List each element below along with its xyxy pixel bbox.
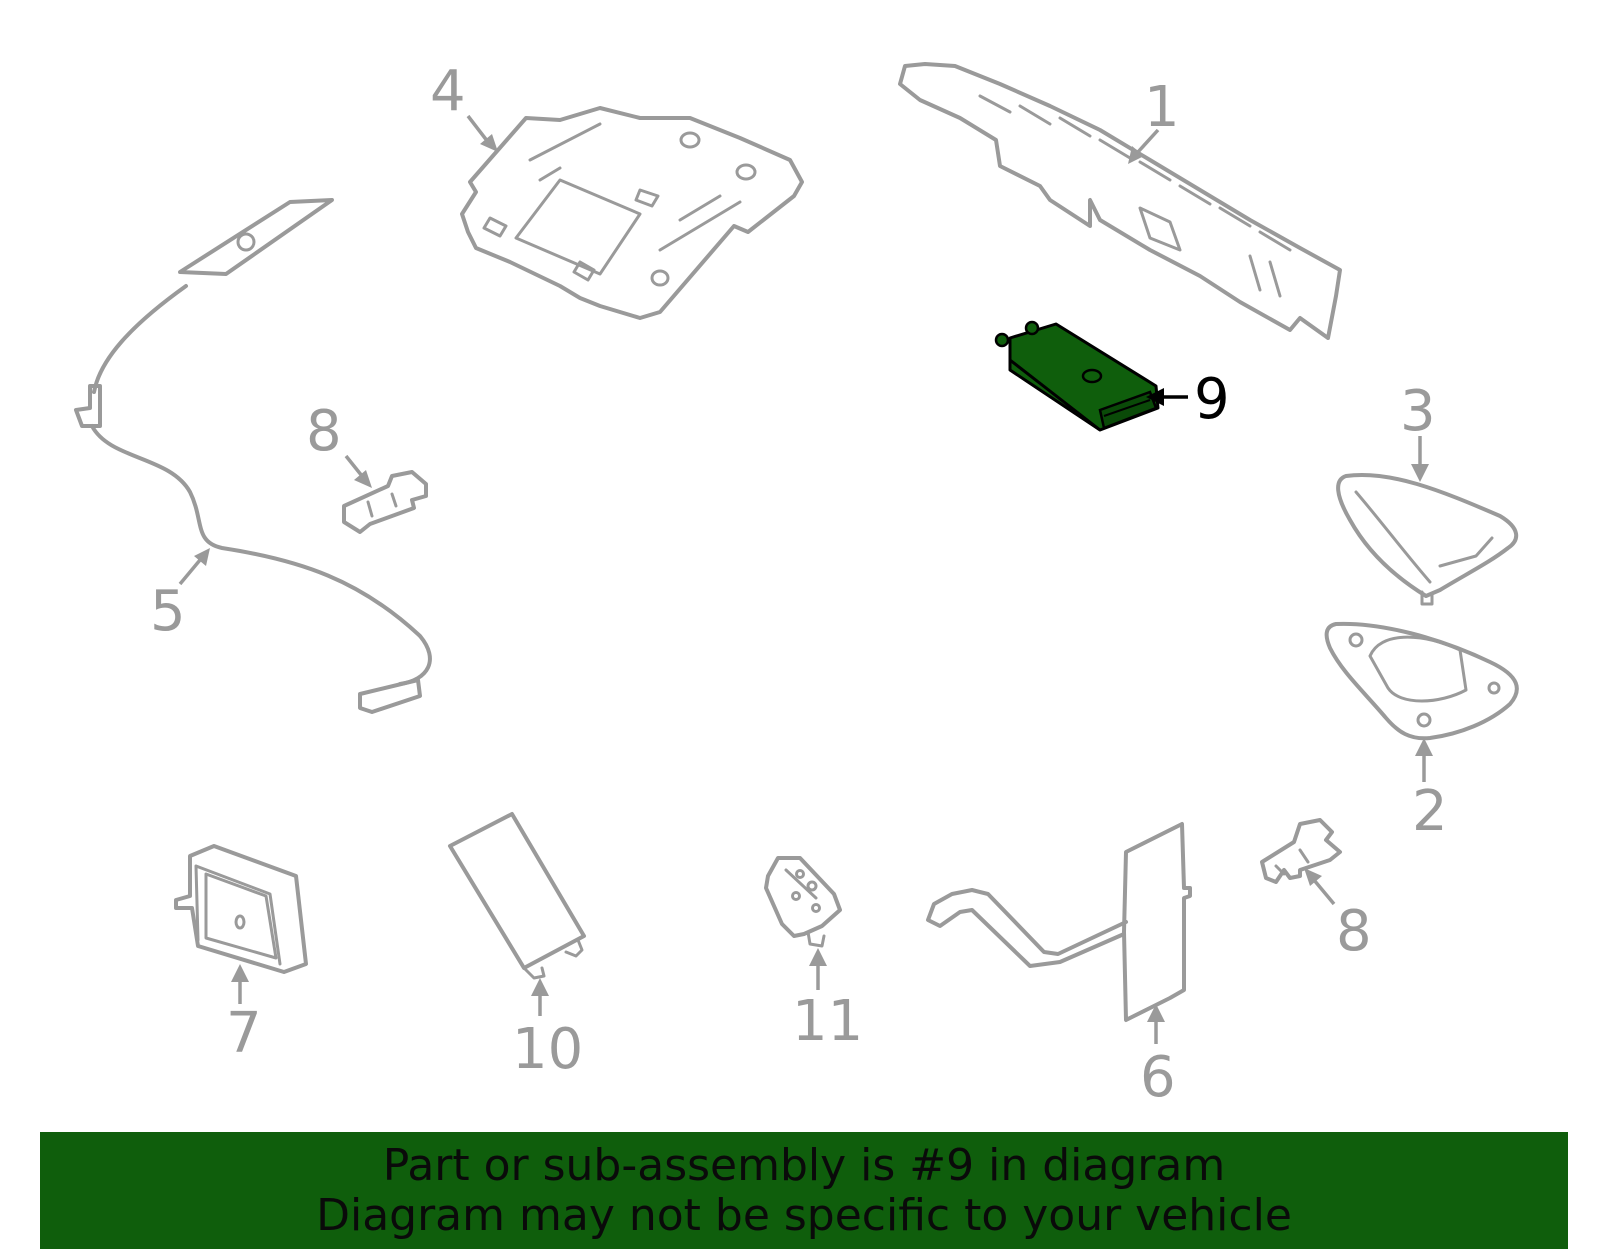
- callout-8-lower: 8: [1336, 899, 1372, 964]
- callout-4: 4: [430, 59, 466, 124]
- callout-2: 2: [1412, 779, 1448, 844]
- part-4-mounting-plate[interactable]: [460, 106, 804, 320]
- part-10-flat-module[interactable]: [448, 812, 586, 980]
- callout-9: 9: [1194, 367, 1230, 432]
- callout-5: 5: [150, 579, 186, 644]
- callout-11: 11: [792, 989, 863, 1054]
- part-7-control-module[interactable]: [174, 844, 308, 974]
- part-3-antenna-cover[interactable]: [1336, 473, 1519, 606]
- part-11-sensor[interactable]: [764, 856, 842, 948]
- part-8-clip-upper[interactable]: [342, 470, 428, 534]
- callout-7: 7: [226, 1001, 262, 1066]
- callout-10: 10: [512, 1017, 583, 1082]
- banner-line-part: Part or sub-assembly is #9 in diagram: [382, 1139, 1226, 1191]
- info-banner: Part or sub-assembly is #9 in diagram Di…: [40, 1132, 1568, 1249]
- part-8-clip-lower[interactable]: [1260, 818, 1342, 884]
- part-1-bracket[interactable]: [898, 62, 1342, 340]
- part-2-antenna-base[interactable]: [1324, 621, 1519, 741]
- leader-lines: [178, 114, 1433, 1044]
- part-5-antenna-cable[interactable]: [74, 198, 432, 714]
- banner-line-disclaimer: Diagram may not be specific to your vehi…: [316, 1189, 1292, 1241]
- part-9-module-highlighted[interactable]: [994, 320, 1160, 432]
- callout-8-upper: 8: [306, 399, 342, 464]
- callout-3: 3: [1400, 379, 1436, 444]
- callout-6: 6: [1140, 1045, 1176, 1110]
- part-6-antenna-element[interactable]: [926, 822, 1192, 1022]
- callout-1: 1: [1144, 75, 1180, 140]
